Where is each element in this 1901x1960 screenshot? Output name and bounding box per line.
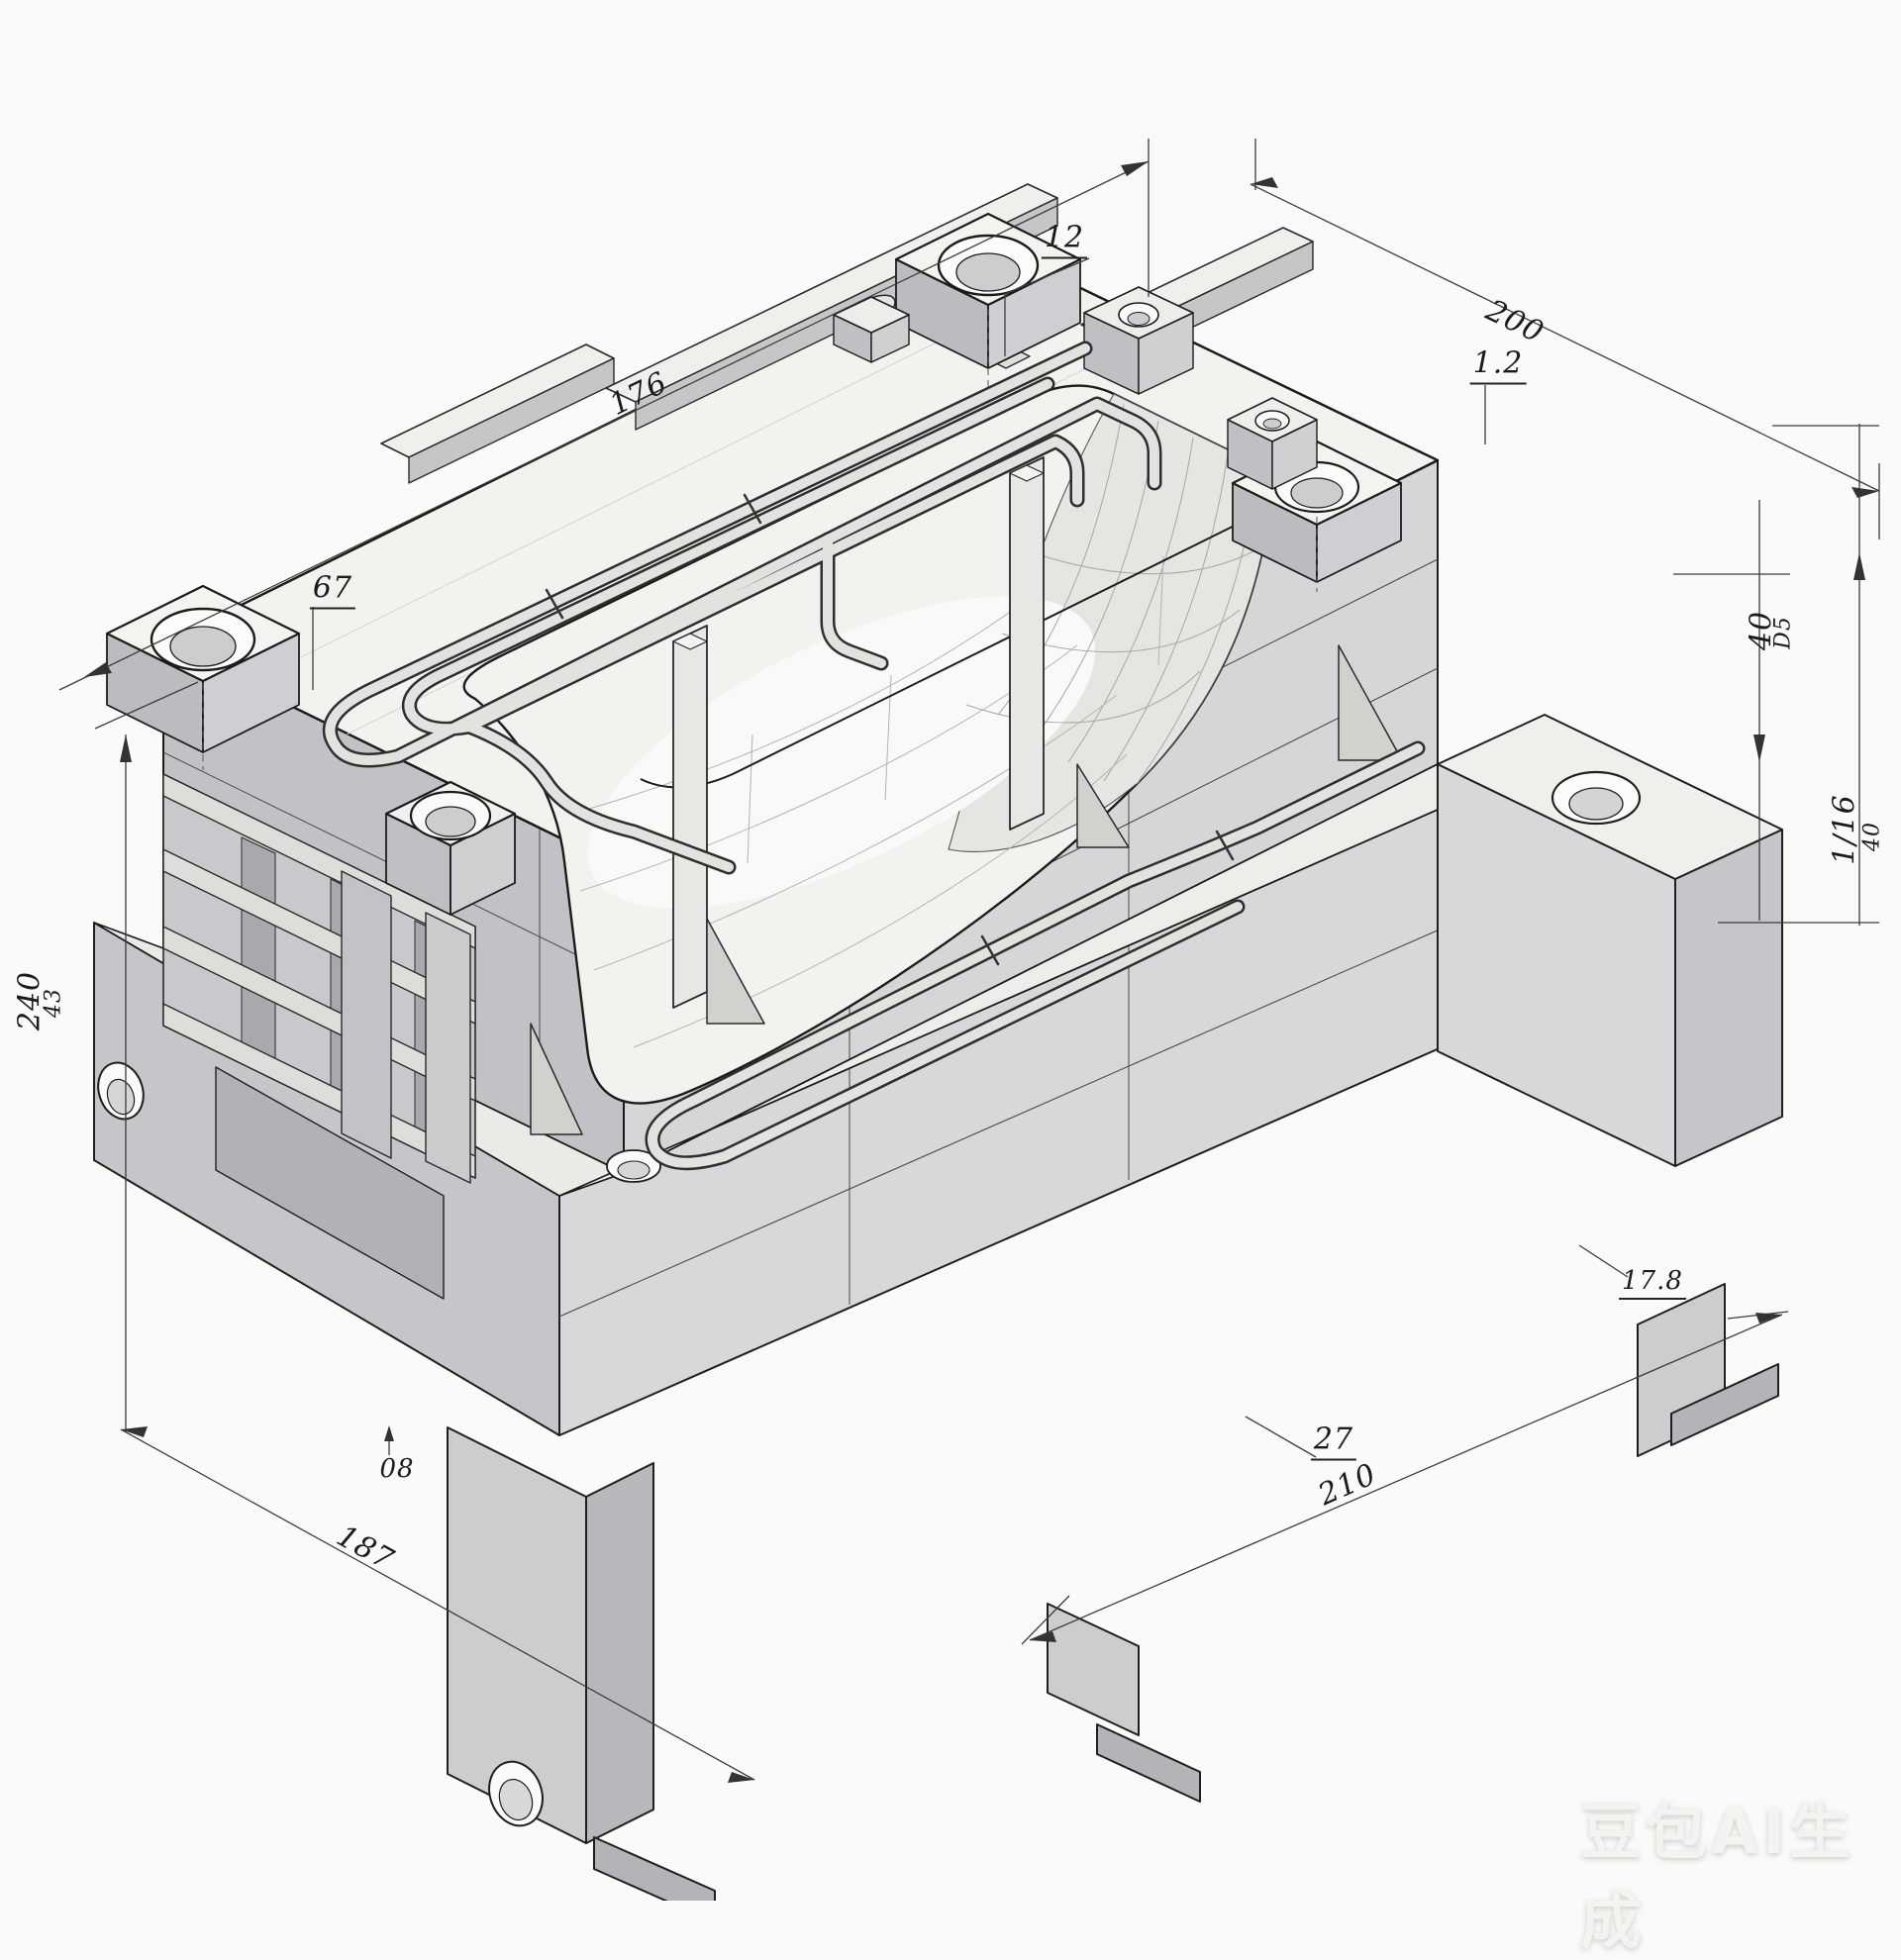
posts-gussets — [530, 456, 1403, 1135]
dimension-lines — [58, 139, 1880, 1783]
dim-label-1-2: 1.2 — [1469, 346, 1527, 385]
dim-label-12: 12 — [1041, 221, 1088, 259]
dim-label-right-1-16: 1/16 — [1827, 794, 1862, 865]
dim-label-17-8: 17.8 — [1619, 1266, 1686, 1300]
corner-blocks — [105, 212, 1403, 916]
technical-drawing-page: 12 176 67 200 1.2 40 D5 1/16 40 240 43 0… — [12, 139, 1885, 1957]
cooling-pipes — [323, 341, 1426, 1171]
mold-isometric-drawing — [58, 139, 1880, 1901]
support-legs — [447, 1283, 1779, 1901]
dim-label-right-d5: D5 — [1770, 616, 1796, 649]
dimension-arrows — [84, 161, 1879, 1783]
base-right-ledge — [606, 714, 1783, 1183]
dim-label-right-40b: 40 — [1859, 822, 1885, 851]
rib-structure — [162, 773, 476, 1184]
dim-label-27: 27 — [1310, 1422, 1357, 1461]
base-plate — [93, 789, 1483, 1436]
dim-label-08: 08 — [379, 1454, 415, 1484]
dim-label-43: 43 — [41, 988, 66, 1018]
ai-watermark: 豆包AI生成 — [1580, 1796, 1855, 1957]
dim-label-67: 67 — [309, 571, 356, 610]
pipe-clamps — [545, 493, 1235, 966]
